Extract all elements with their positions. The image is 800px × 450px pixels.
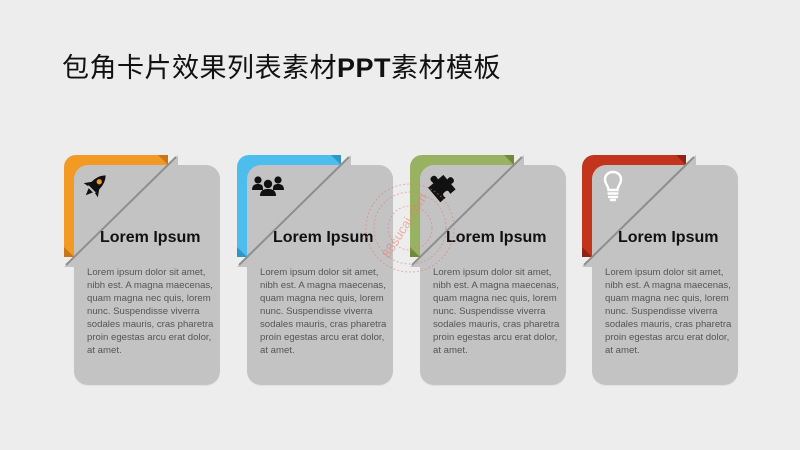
title-bold-text: PPT bbox=[337, 53, 392, 83]
card-title: Lorem Ipsum bbox=[446, 229, 547, 246]
card-title: Lorem Ipsum bbox=[618, 229, 719, 246]
page-title: 包角卡片效果列表素材PPT素材模板 bbox=[62, 46, 501, 85]
users-icon bbox=[251, 169, 285, 203]
card-body: Lorem ipsum dolor sit amet, nibh est. A … bbox=[433, 267, 560, 356]
card-title: Lorem Ipsum bbox=[100, 229, 201, 246]
card-body: Lorem ipsum dolor sit amet, nibh est. A … bbox=[260, 267, 387, 356]
card-3: Lorem Ipsum Lorem ipsum dolor sit amet, … bbox=[410, 155, 570, 387]
card-4: Lorem Ipsum Lorem ipsum dolor sit amet, … bbox=[582, 155, 742, 387]
card-1: Lorem Ipsum Lorem ipsum dolor sit amet, … bbox=[64, 155, 224, 387]
title-text: 包角卡片效果列表素材 bbox=[62, 53, 337, 84]
card-2: Lorem Ipsum Lorem ipsum dolor sit amet, … bbox=[237, 155, 397, 387]
rocket-icon bbox=[78, 169, 112, 203]
card-title: Lorem Ipsum bbox=[273, 229, 374, 246]
title-suffix-text: 素材模板 bbox=[391, 53, 502, 84]
puzzle-icon bbox=[424, 169, 458, 203]
lightbulb-icon bbox=[596, 169, 630, 203]
card-body: Lorem ipsum dolor sit amet, nibh est. A … bbox=[87, 267, 214, 356]
card-body: Lorem ipsum dolor sit amet, nibh est. A … bbox=[605, 267, 732, 356]
